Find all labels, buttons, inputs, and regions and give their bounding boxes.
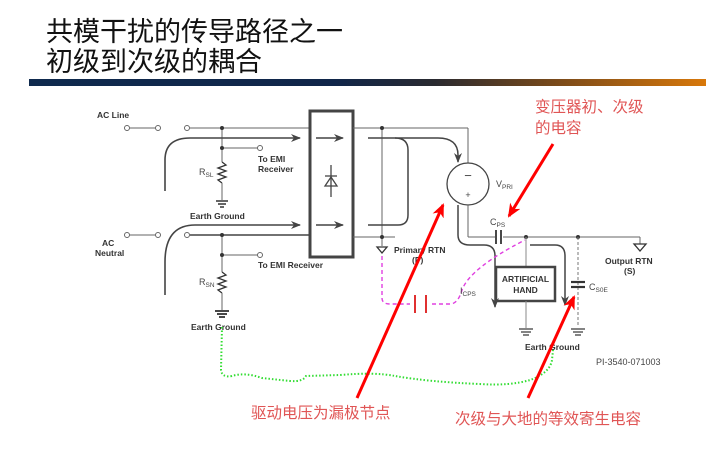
annotation-arrow-transformer-cap xyxy=(507,143,555,218)
slide-title: 共模干扰的传导路径之一 初级到次级的耦合 xyxy=(46,18,343,78)
artificial-hand-label-1: ARTIFICIAL xyxy=(502,274,549,284)
ground-icon xyxy=(519,328,533,336)
ground-icon xyxy=(215,310,229,318)
to-emi-receiver-label-2: Receiver xyxy=(258,164,294,174)
upper-current-arrow xyxy=(164,134,301,191)
cps-label: CPS xyxy=(490,217,506,229)
minus-sign: − xyxy=(464,168,472,183)
ac-neutral-label-2: Neutral xyxy=(95,248,124,258)
icps-coupling-path xyxy=(381,239,526,305)
cs0e-label: CS0E xyxy=(589,282,608,294)
rsn-label: RSN xyxy=(199,277,215,289)
plus-sign: + xyxy=(465,190,470,200)
rsl-branch xyxy=(216,128,263,200)
junction-dot xyxy=(220,233,224,237)
vpri-current-arrow xyxy=(395,137,462,163)
output-rtn-label-1: Output RTN xyxy=(605,256,653,266)
earth-ground-loop-path xyxy=(219,326,554,386)
ac-neutral-label-1: AC xyxy=(102,238,114,248)
rsn-branch xyxy=(216,235,263,310)
primary-rtn-symbol xyxy=(375,246,389,255)
earth-ground-label-1: Earth Ground xyxy=(190,211,245,221)
ac-line-label: AC Line xyxy=(97,110,129,120)
slide-title-line-2: 初级到次级的耦合 xyxy=(46,47,262,78)
parasitic-capacitor-icon xyxy=(414,295,427,313)
junction-dot xyxy=(220,126,224,130)
secondary-current-arrow-1 xyxy=(457,205,499,308)
dc-bus xyxy=(353,127,469,246)
rsl-label: RSL xyxy=(199,167,214,179)
output-rtn-symbol xyxy=(632,243,648,252)
to-emi-receiver-label-3: To EMI Receiver xyxy=(258,260,324,270)
lower-current-arrow xyxy=(164,221,301,295)
junction-dot xyxy=(220,146,224,150)
annotation-transformer-cap-line-2: 的电容 xyxy=(535,119,582,137)
annotation-transformer-cap-line-1: 变压器初、次级 xyxy=(535,98,644,116)
output-rtn-label-2: (S) xyxy=(624,266,636,276)
title-accent-bar xyxy=(29,79,706,86)
slide-title-line-1: 共模干扰的传导路径之一 xyxy=(46,17,343,48)
annotation-arrow-secondary-cap xyxy=(526,295,576,399)
to-emi-receiver-label-1: To EMI xyxy=(258,154,285,164)
ground-icon xyxy=(216,200,228,208)
vpri-source: − + xyxy=(446,162,490,206)
annotation-secondary-cap: 次级与大地的等效寄生电容 xyxy=(455,410,641,428)
diode-icon xyxy=(323,165,339,197)
cs0e-capacitor xyxy=(571,280,585,289)
earth-ground-label-2: Earth Ground xyxy=(191,322,246,332)
figure-id: PI-3540-071003 xyxy=(596,357,661,367)
annotation-drive-voltage: 驱动电压为漏极节点 xyxy=(251,404,391,422)
primary-rtn-label-1: Primary RTN xyxy=(394,245,446,255)
junction-dot xyxy=(380,235,384,239)
junction-dot xyxy=(380,126,384,130)
vpri-label: VPRI xyxy=(496,179,513,191)
artificial-hand-label-2: HAND xyxy=(513,285,538,295)
icps-label: ICPS xyxy=(460,286,477,298)
ac-neutral-input xyxy=(124,232,310,238)
artificial-hand-box: ARTIFICIAL HAND xyxy=(494,265,557,303)
annotation-arrow-drain-node xyxy=(355,203,445,399)
junction-dot xyxy=(220,253,224,257)
ground-icon xyxy=(571,328,585,336)
current-loop-path xyxy=(368,137,409,226)
cps-capacitor xyxy=(495,230,502,244)
secondary-current-arrow-2 xyxy=(530,244,569,306)
